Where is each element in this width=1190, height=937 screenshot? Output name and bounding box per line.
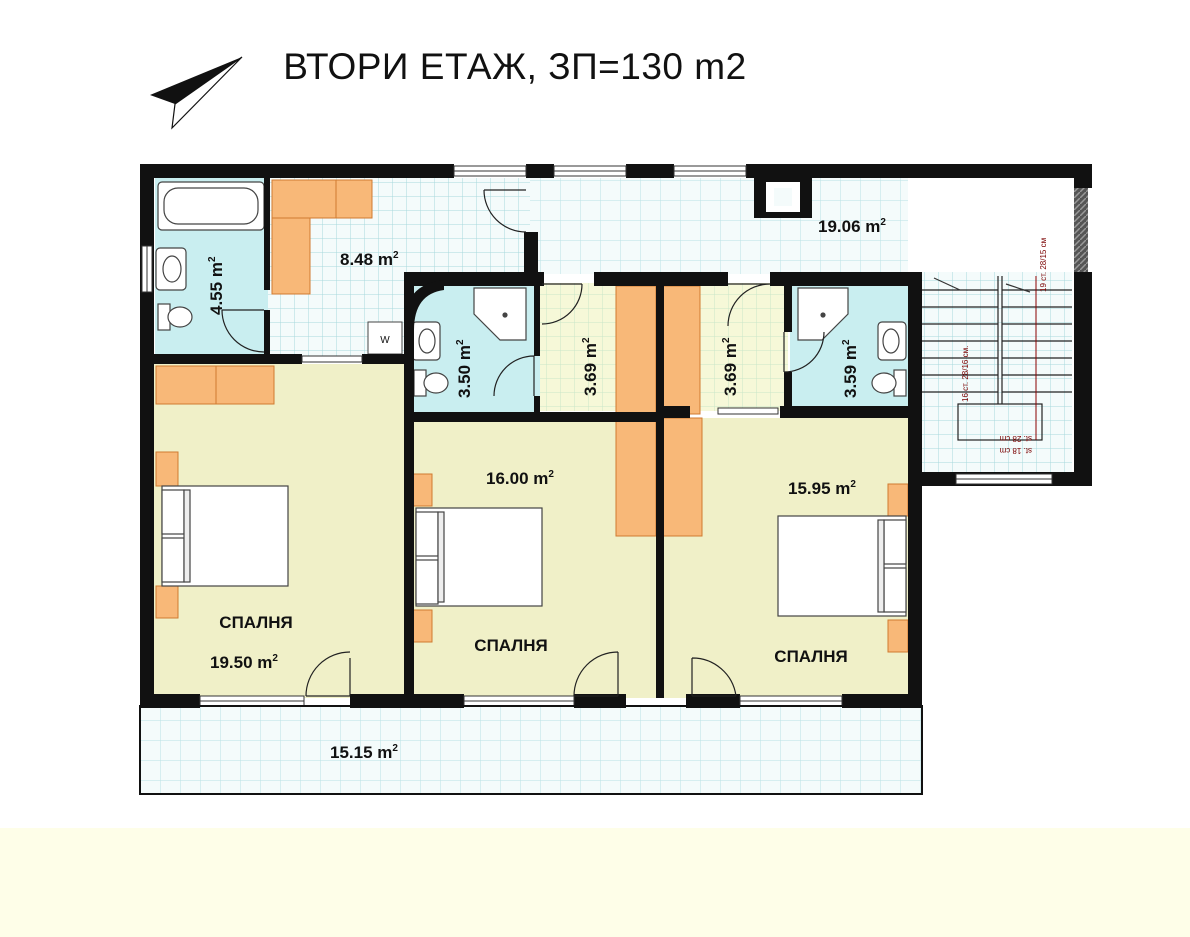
window bbox=[141, 165, 1053, 707]
footer-strip bbox=[0, 828, 1190, 937]
stair-note: st. 18 cm bbox=[999, 446, 1032, 455]
balcony-outline bbox=[139, 705, 923, 795]
room-area: 3.59 m2 bbox=[841, 339, 860, 398]
page-title: ВТОРИ ЕТАЖ, ЗП=130 m2 bbox=[283, 46, 747, 87]
room-area: 19.50 m2 bbox=[210, 653, 278, 672]
north-arrow-icon bbox=[150, 56, 243, 130]
bathtub bbox=[157, 181, 265, 231]
room-area: 19.06 m2 bbox=[818, 217, 886, 236]
room-name: СПАЛНЯ bbox=[774, 647, 847, 666]
bed bbox=[777, 515, 907, 617]
svg-text:W: W bbox=[380, 335, 390, 346]
bed bbox=[161, 485, 289, 587]
room-name: СПАЛНЯ bbox=[219, 613, 292, 632]
room-area: 15.95 m2 bbox=[788, 479, 856, 498]
staircase bbox=[922, 276, 1072, 441]
room-area: 16.00 m2 bbox=[486, 469, 554, 488]
chimney bbox=[754, 174, 812, 218]
room-area: 8.48 m2 bbox=[340, 250, 399, 269]
room-area: 4.55 m2 bbox=[207, 256, 226, 315]
floors bbox=[140, 178, 1072, 794]
room-area: 3.69 m2 bbox=[581, 337, 600, 396]
sink bbox=[155, 247, 907, 361]
ventilation-block bbox=[1074, 188, 1088, 272]
washing-machine-icon: W bbox=[367, 321, 403, 355]
room-area: 15.15 m2 bbox=[330, 743, 398, 762]
curved-wall bbox=[404, 280, 444, 330]
shower-tray bbox=[473, 287, 849, 341]
room-area: 3.50 m2 bbox=[455, 339, 474, 398]
stair-note: 19 ст. 28/15 см bbox=[1039, 238, 1048, 292]
stair-note: st. 28 cm bbox=[999, 434, 1032, 443]
stair-note: 16 ст. 28/16 см. bbox=[961, 346, 970, 402]
door bbox=[221, 189, 825, 697]
room-name: СПАЛНЯ bbox=[474, 636, 547, 655]
furniture bbox=[155, 179, 909, 653]
bed bbox=[415, 507, 543, 607]
room-area: 3.69 m2 bbox=[721, 337, 740, 396]
